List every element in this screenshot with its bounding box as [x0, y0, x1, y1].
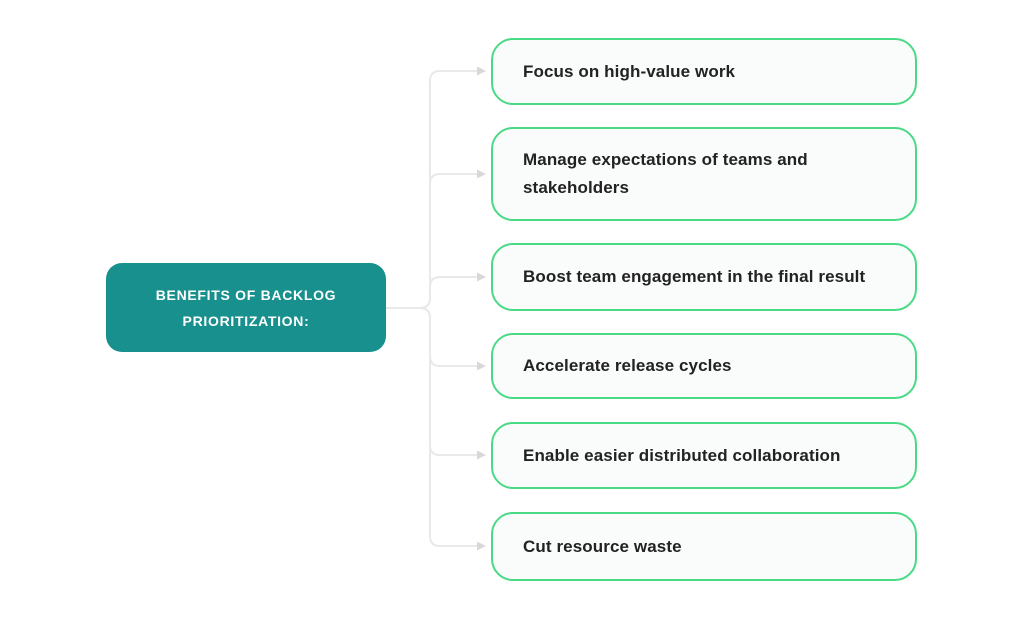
arrowhead-icon [477, 541, 486, 551]
benefit-box-expectations: Manage expectations of teams and stakeho… [491, 127, 917, 221]
connector-branch-3 [419, 276, 478, 309]
benefit-label: Boost team engagement in the final resul… [523, 267, 866, 286]
benefit-box-resource-waste: Cut resource waste [491, 512, 917, 581]
benefit-label: Enable easier distributed collaboration [523, 445, 841, 465]
root-node-label: BENEFITS OF BACKLOG PRIORITIZATION: [155, 286, 337, 329]
benefit-box-focus: Focus on high-value work [491, 38, 917, 105]
connector-branch-2 [419, 173, 478, 309]
benefit-box-engagement: Boost team engagement in the final resul… [491, 243, 917, 311]
benefit-label: Accelerate release cycles [523, 356, 732, 375]
arrowhead-icon [477, 66, 486, 76]
benefit-label: Cut resource waste [523, 536, 682, 556]
benefit-label: Manage expectations of teams and stakeho… [523, 150, 808, 197]
arrowhead-icon [477, 169, 486, 179]
arrowhead-icon [477, 450, 486, 460]
benefit-box-collaboration: Enable easier distributed collaboration [491, 422, 917, 489]
benefit-label: Focus on high-value work [523, 61, 736, 81]
arrowhead-icon [477, 272, 486, 282]
arrowhead-icon [477, 361, 486, 371]
connector-branch-6 [419, 307, 478, 547]
connector-branch-4 [419, 307, 478, 367]
connector-branch-5 [419, 307, 478, 456]
root-node-benefits: BENEFITS OF BACKLOG PRIORITIZATION: [106, 263, 386, 352]
connector-branch-1 [419, 70, 478, 309]
benefit-box-release-cycles: Accelerate release cycles [491, 333, 917, 399]
